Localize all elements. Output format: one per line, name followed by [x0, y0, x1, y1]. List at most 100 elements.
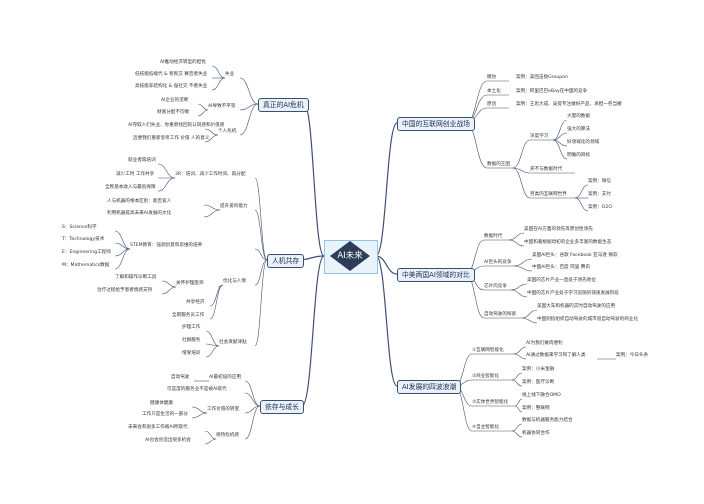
- node-data-kingdom[interactable]: 数据的王国: [487, 162, 510, 167]
- leaf[interactable]: AI推动经济转型的担忧: [160, 60, 206, 65]
- leaf[interactable]: 案例：支付: [588, 192, 611, 197]
- leaf[interactable]: 护理工作: [182, 325, 201, 330]
- leaf[interactable]: 案例：小米金融: [522, 367, 555, 372]
- connector: [254, 177, 268, 261]
- leaf[interactable]: E：Engineering工程师: [62, 250, 111, 255]
- leaf[interactable]: 好领域化的领域: [567, 140, 600, 145]
- node-chips[interactable]: 芯片的竞争: [484, 284, 507, 289]
- connector: [204, 438, 217, 445]
- leaf[interactable]: 强大的算法: [567, 127, 590, 132]
- leaf[interactable]: 工作只是生活的一部分: [142, 412, 188, 417]
- node-wave-3[interactable]: ③实体世界智能化: [472, 400, 509, 405]
- leaf[interactable]: M：Mathematics数据: [62, 263, 110, 268]
- branch-china-us-compare[interactable]: 中美两国AI领域的对比: [397, 268, 475, 282]
- leaf[interactable]: 增受培训: [182, 351, 201, 356]
- node-3r[interactable]: 3R：培训、减少工作时间、再分配: [175, 172, 246, 177]
- node-work-value[interactable]: 工作价值的转变: [207, 407, 240, 412]
- node-wave-1[interactable]: ①互联网智能化: [472, 348, 504, 353]
- leaf[interactable]: 治疗过程给予患者情感支持: [97, 288, 153, 293]
- leaf[interactable]: 社群服务: [182, 338, 201, 343]
- leaf[interactable]: 案例：整联网: [522, 406, 550, 411]
- node-optimize[interactable]: 优化与人情: [223, 279, 246, 284]
- node-crisis-awareness[interactable]: 保持危机感: [216, 433, 239, 438]
- leaf[interactable]: 未来会有很多工作被AI所取代: [128, 425, 188, 430]
- leaf[interactable]: 中国AI巨头：百度 阿里 腾讯: [532, 265, 590, 270]
- leaf[interactable]: 案例：阿里巴巴eBay在中国的竞争: [516, 89, 588, 94]
- leaf[interactable]: 共享经济: [186, 300, 205, 305]
- leaf[interactable]: 健康体健康: [150, 401, 173, 406]
- node-care[interactable]: 关怀护理医师: [176, 281, 204, 286]
- node-stem[interactable]: STEM教育：强调创意和思维的培养: [130, 243, 203, 248]
- leaf[interactable]: 案例：医疗诊断: [522, 380, 555, 385]
- connector: [203, 209, 221, 218]
- leaf[interactable]: 中国则指组织自动驾驶的城市道自动驾驶的商业化: [537, 317, 639, 322]
- leaf[interactable]: T：Technology技术: [62, 237, 105, 242]
- leaf[interactable]: AI也会创造出很多机会: [145, 438, 191, 443]
- central-topic-label: AI未来: [337, 251, 363, 261]
- leaf[interactable]: AI通过数据来学习和了解人类: [526, 353, 586, 358]
- leaf[interactable]: AI夺取人们失业、你重新找回的认同感和价值感: [128, 123, 225, 128]
- node-unemployment[interactable]: 失业: [225, 72, 235, 77]
- leaf[interactable]: 低技能低端代 & 移民交 赛音者失业: [135, 72, 208, 77]
- node-personal-crisis[interactable]: 个人危机: [218, 129, 237, 134]
- node-inequality[interactable]: AI导致不平等: [208, 104, 236, 109]
- leaf[interactable]: 自动驾驶: [171, 375, 190, 380]
- node-wave-2[interactable]: ②商业智能化: [472, 374, 500, 379]
- leaf[interactable]: 财富分配不均衡: [157, 110, 190, 115]
- branch-four-waves[interactable]: AI发展的四波浪潮: [397, 380, 462, 394]
- node-autonomous[interactable]: 自动驾驶的探索: [484, 312, 517, 317]
- node-ai-applications[interactable]: AI最初设的应用: [209, 375, 242, 380]
- leaf[interactable]: 美国大车和机器的实时自动驾驶的应用: [537, 304, 616, 309]
- connector: [244, 392, 261, 407]
- leaf[interactable]: 明确的目标: [567, 153, 590, 158]
- connector: [521, 317, 538, 324]
- leaf[interactable]: 美国AI巨头：谷歌 Facebook 亚马逊 微软: [532, 253, 618, 258]
- node-deep-learning[interactable]: 深度学习: [530, 134, 549, 139]
- node-social-allowance[interactable]: 社会贡献津贴: [219, 340, 247, 345]
- connector: [211, 77, 226, 91]
- leaf[interactable]: 案例：美团击败Groupon: [516, 75, 568, 80]
- leaf[interactable]: 减少工时 工作共享: [116, 172, 155, 177]
- leaf[interactable]: 全民基本收入与最低保障: [105, 185, 156, 190]
- node-giants[interactable]: AI巨头的竞争: [484, 260, 512, 265]
- leaf[interactable]: 美国的芯片产业一直处于领先地位: [527, 278, 596, 283]
- branch-ai-crisis[interactable]: 真正的AI危机: [258, 98, 309, 112]
- leaf-extra[interactable]: 案例：今日头条: [616, 353, 649, 358]
- leaf[interactable]: 高技能非结构化 & 强社交 不者失业: [135, 84, 208, 89]
- leaf[interactable]: 可是度的服务业不是被AI取代: [167, 387, 227, 392]
- leaf[interactable]: 迈便我们重新思考工作 价值 人的意义: [133, 136, 210, 141]
- central-topic[interactable]: AI未来: [324, 240, 378, 274]
- connector: [114, 248, 131, 270]
- node-original[interactable]: 原创: [487, 102, 497, 107]
- leaf[interactable]: 机器协同合作: [522, 431, 550, 436]
- leaf[interactable]: 线上线下融合OMO: [522, 393, 561, 398]
- branch-coexistence[interactable]: 人机共存: [267, 254, 305, 268]
- leaf[interactable]: 案例：O2O: [588, 205, 612, 210]
- leaf[interactable]: 中国和邀根据母初的企业多丰富的数据生态: [524, 240, 612, 245]
- node-imitation[interactable]: 模仿: [487, 75, 497, 80]
- leaf[interactable]: 利用机器提高未来AI发展的文化: [107, 211, 172, 216]
- leaf[interactable]: 数据与机器服务能力结合: [522, 418, 573, 423]
- leaf[interactable]: 人与机器的根本区别：能否爱人: [107, 199, 172, 204]
- leaf[interactable]: 就业者再培训: [128, 158, 156, 163]
- leaf[interactable]: 案例：王思大成、吴提专注做好产品、承担一券当撤: [516, 102, 622, 107]
- leaf[interactable]: AI企业的垄断: [161, 98, 189, 103]
- leaf[interactable]: 全职服务员工作: [172, 313, 205, 318]
- node-localization[interactable]: 本土化: [487, 89, 501, 94]
- leaf[interactable]: AI为我们做肉便利: [526, 341, 563, 346]
- leaf[interactable]: S：Science科学: [62, 225, 97, 230]
- leaf[interactable]: 案例：微信: [588, 179, 611, 184]
- connector: [191, 406, 208, 414]
- leaf[interactable]: 大量的数据: [567, 114, 590, 119]
- leaf[interactable]: 中国的芯片产业处于学习追随的快速发展阶段: [527, 291, 619, 296]
- node-alt-internet[interactable]: 另类的互联网世界: [530, 192, 567, 197]
- leaf[interactable]: 美国在AI方面的领先等原创性领先: [524, 227, 593, 232]
- branch-dependence-growth[interactable]: 依存与成长: [260, 400, 304, 414]
- leaf[interactable]: 了解和操作诊断工具: [115, 275, 157, 280]
- connector: [508, 232, 525, 241]
- node-love-ability[interactable]: 提升爱的能力: [220, 204, 248, 209]
- branch-china-internet[interactable]: 中国的互联网创业战场: [397, 117, 475, 131]
- node-wave-4[interactable]: ④自主智能化: [472, 425, 500, 430]
- node-data-era[interactable]: 买不与数据时代: [530, 167, 563, 172]
- node-data-age[interactable]: 数据时代: [484, 234, 503, 239]
